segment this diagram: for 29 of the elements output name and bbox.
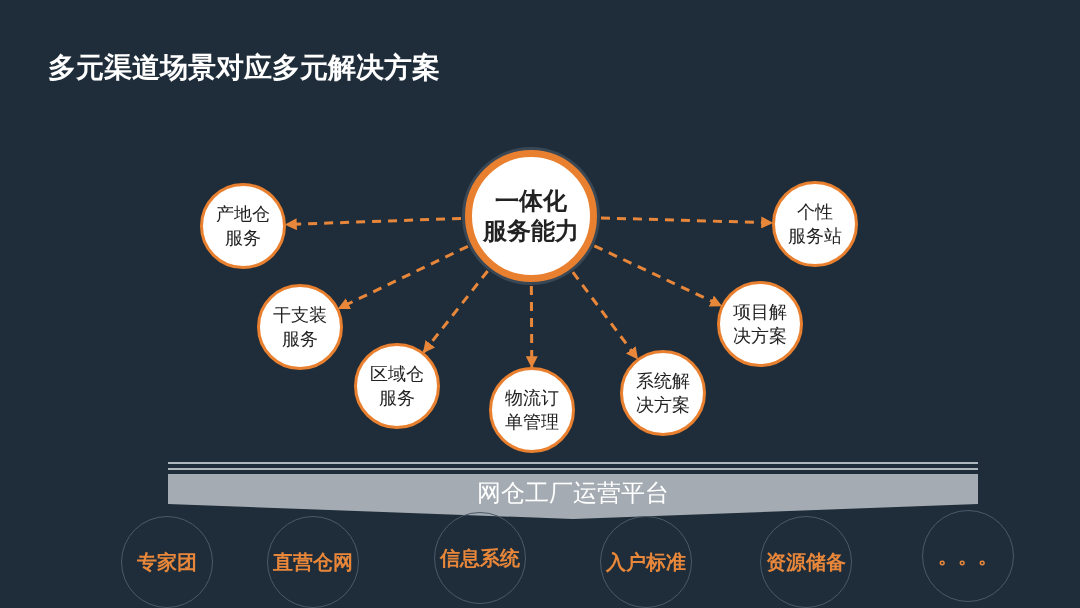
circle-label: 服务能力 [483, 216, 579, 246]
capability-label: 信息系统 [438, 545, 522, 571]
capability-label: 入户标准 [604, 549, 688, 575]
circle-label: 服务站 [788, 225, 842, 248]
circle-label: 决方案 [636, 394, 690, 417]
platform-label: 网仓工厂运营平台 [477, 479, 669, 508]
dashed-arrow [525, 286, 538, 369]
circle-label: 个性 [797, 201, 833, 224]
circle-label: 项目解 [733, 301, 787, 324]
circle-label: 产地仓 [216, 203, 270, 226]
circle-label: 服务 [225, 227, 261, 250]
circle-label: 决方案 [733, 325, 787, 348]
circle-label: 物流订 [505, 387, 559, 410]
circle-label: 服务 [282, 328, 318, 351]
circle-label: 干支装 [273, 304, 327, 327]
dashed-arrow [571, 271, 639, 360]
capability-label: 专家团 [135, 549, 199, 575]
circle-label: 服务 [379, 387, 415, 410]
capability-label: 资源储备 [764, 549, 848, 575]
circle-label: 系统解 [636, 370, 690, 393]
circle-label: 单管理 [505, 411, 559, 434]
capability-label: 直营仓网 [271, 549, 355, 575]
dashed-arrow [600, 216, 774, 229]
circle-label: 一体化 [495, 186, 567, 216]
platform-banner [168, 462, 978, 520]
dashed-arrow [422, 270, 489, 354]
circle-label: 区域仓 [370, 363, 424, 386]
dashed-arrow [284, 216, 462, 231]
slide-title: 多元渠道场景对应多元解决方案 [48, 51, 440, 85]
